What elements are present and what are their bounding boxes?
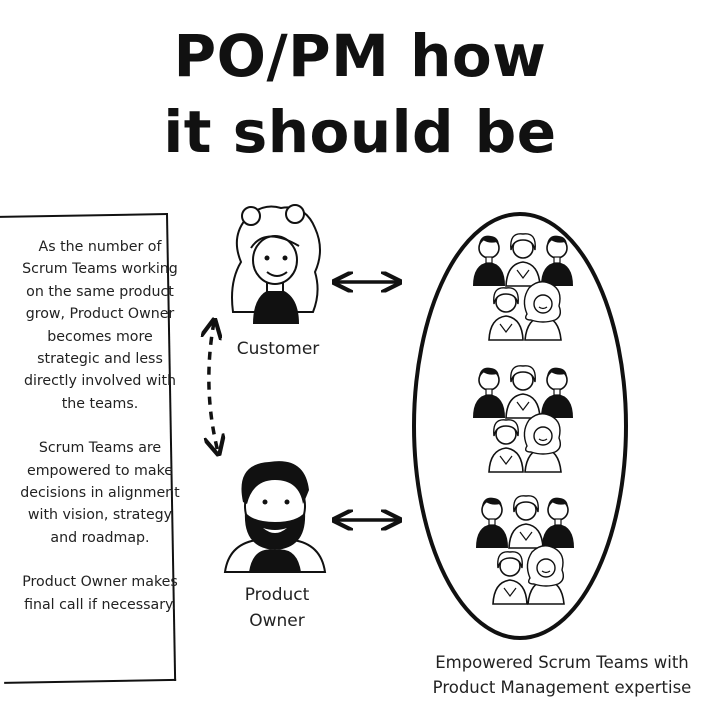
title-line-2: it should be <box>163 98 557 166</box>
team-member-icon <box>540 366 574 419</box>
teams-label-line-2: Product Management expertise <box>432 678 692 697</box>
sidebar-paragraph-3: Product Owner makes final call if necess… <box>22 574 178 613</box>
team-member-icon <box>526 544 565 605</box>
team-member-icon <box>505 233 541 287</box>
team-member-icon <box>541 496 575 549</box>
customer-avatar-icon <box>231 204 321 324</box>
customer-label: Customer <box>236 339 320 359</box>
sidebar-paragraph-1: As the number of Scrum Teams working on … <box>22 239 178 412</box>
scrum-team-2 <box>472 364 574 473</box>
product-owner-label-line-1: Product <box>244 585 310 605</box>
team-member-icon <box>523 280 562 341</box>
product-owner-avatar-icon <box>223 461 327 573</box>
team-member-icon <box>505 364 541 419</box>
team-member-icon <box>492 550 528 605</box>
team-member-icon <box>472 366 506 419</box>
scrum-team-1 <box>472 233 574 341</box>
teams-label: Empowered Scrum Teams with Product Manag… <box>412 650 712 700</box>
teams-label-line-1: Empowered Scrum Teams with <box>435 653 689 672</box>
team-member-icon <box>488 286 524 341</box>
title-line-1: PO/PM how <box>173 22 547 90</box>
team-member-icon <box>523 412 562 473</box>
sidebar-text: As the number of Scrum Teams working on … <box>14 236 186 638</box>
page-title: PO/PM how it should be <box>0 18 720 170</box>
team-member-icon <box>472 234 506 287</box>
sidebar-paragraph-2: Scrum Teams are empowered to make decisi… <box>20 440 180 546</box>
team-member-icon <box>488 418 524 473</box>
product-owner-label: Product Owner <box>222 582 332 634</box>
scrum-teams-ellipse <box>412 212 628 640</box>
team-member-icon <box>508 494 544 549</box>
team-member-icon <box>540 234 574 287</box>
product-owner-label-line-2: Owner <box>249 611 305 631</box>
scrum-team-3 <box>475 494 575 605</box>
customer-po-dashed-arrow <box>209 322 218 452</box>
team-member-icon <box>475 496 509 549</box>
